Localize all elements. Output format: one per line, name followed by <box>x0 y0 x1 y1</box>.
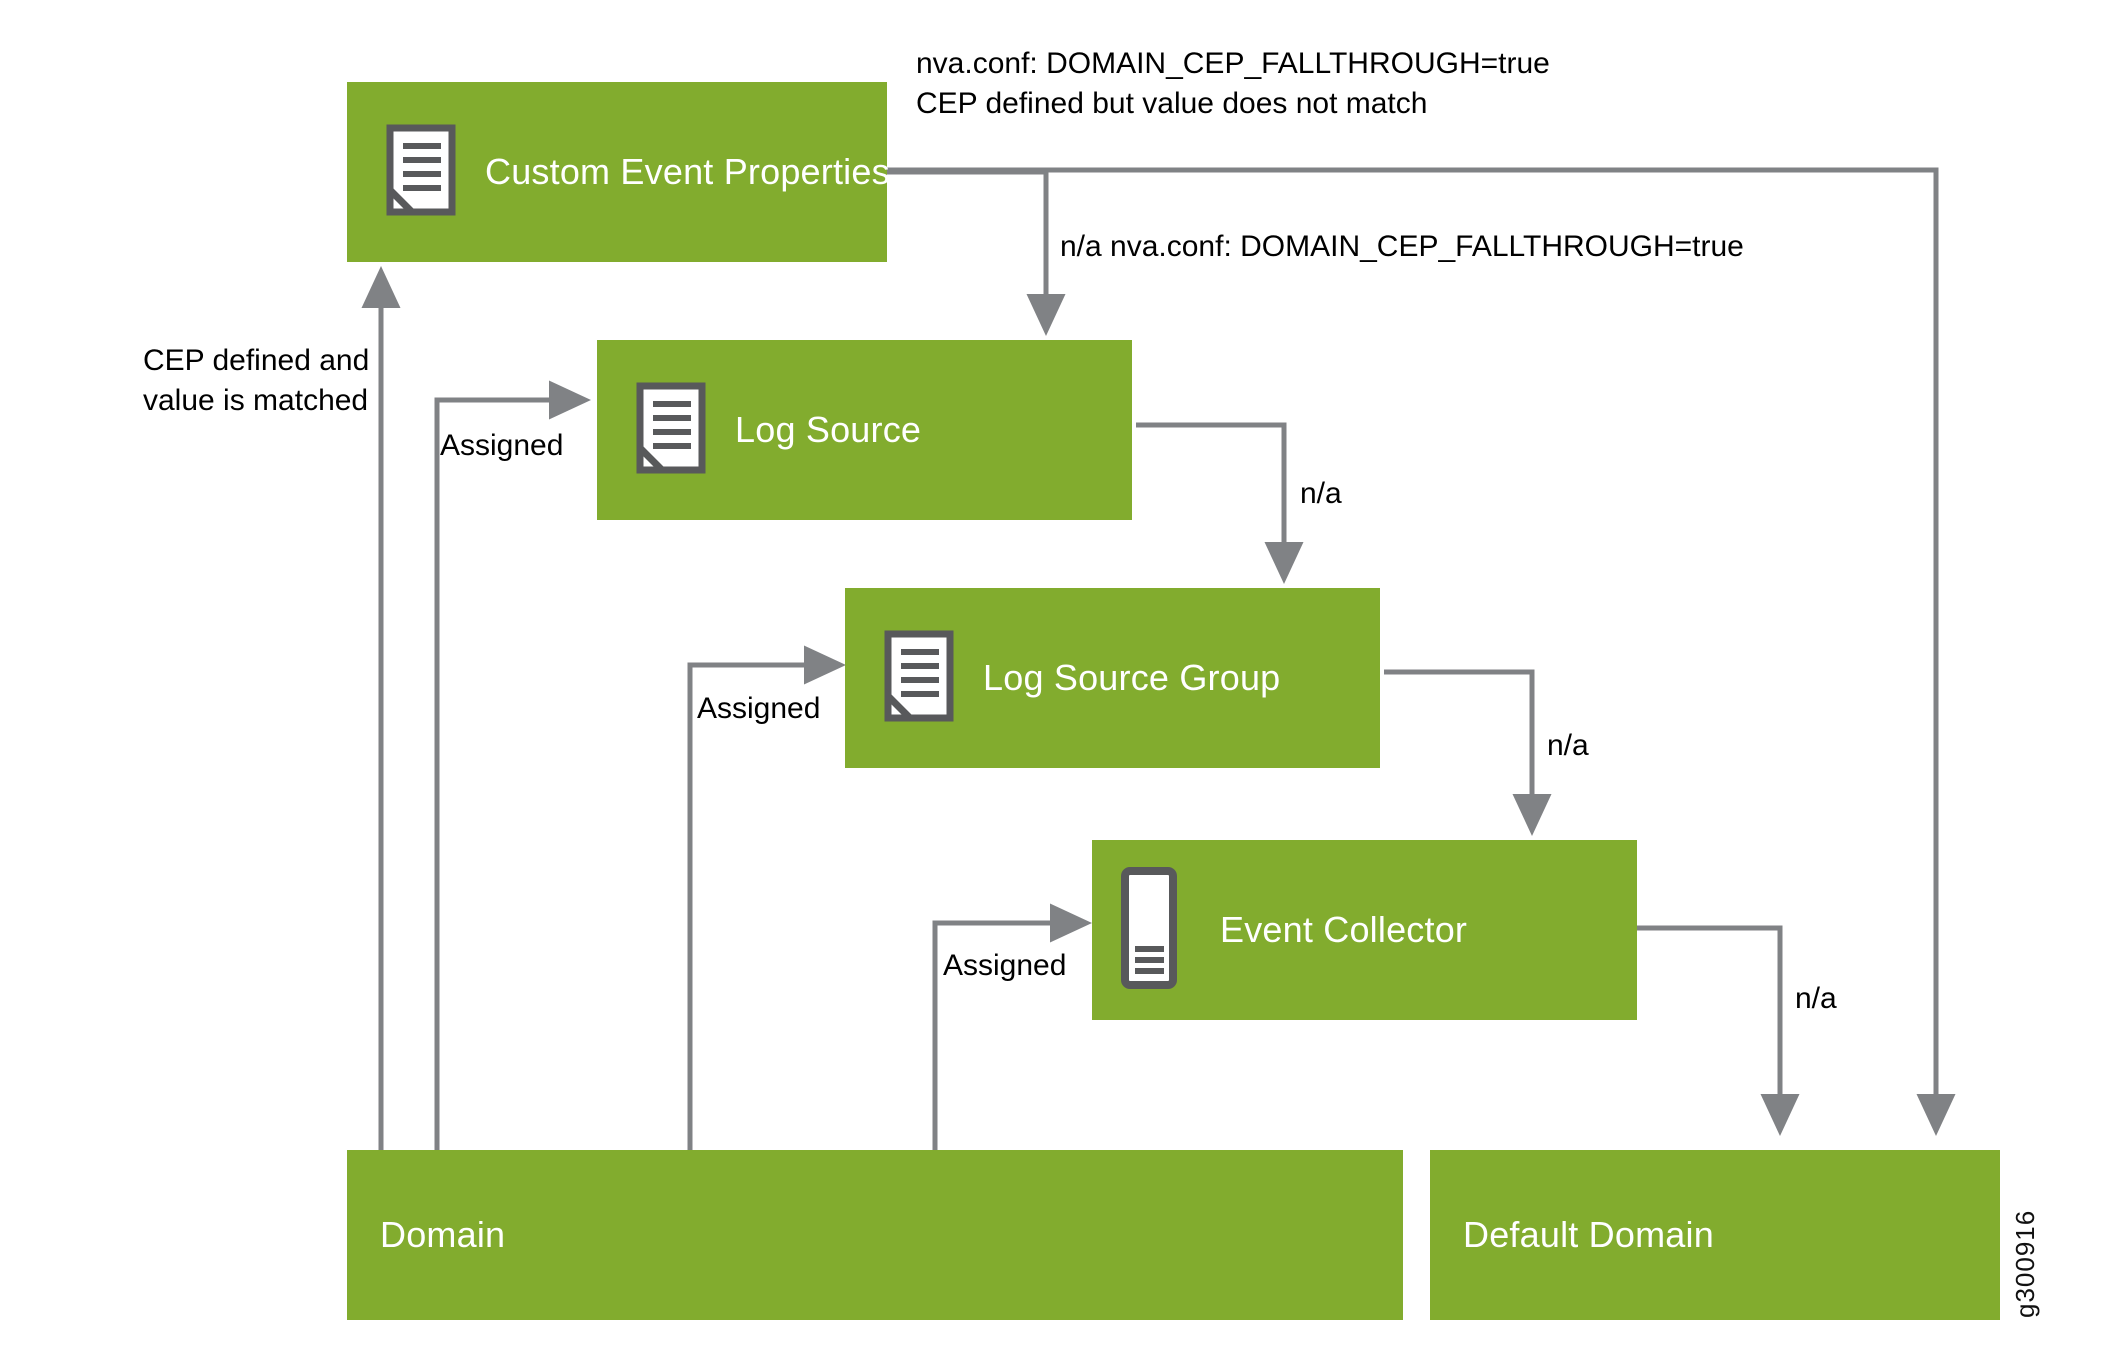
node-label: Log Source Group <box>983 657 1281 698</box>
node-label: Domain <box>380 1214 506 1255</box>
label-na-log-source: n/a <box>1300 477 1342 510</box>
figure-id: g300916 <box>2010 1209 2040 1318</box>
label-na-event-collector: n/a <box>1795 982 1837 1015</box>
edge-collector-to-default-domain <box>1632 925 1800 1137</box>
node-event-collector[interactable]: Event Collector <box>1092 840 1637 1020</box>
node-default-domain[interactable]: Default Domain <box>1430 1150 2000 1320</box>
edge-log-source-to-group <box>1136 422 1304 585</box>
label-cep-matched-line2: value is matched <box>143 384 369 417</box>
label-assigned-event-collector: Assigned <box>943 949 1067 982</box>
label-cep-fallthrough-line2: CEP defined but value does not match <box>916 87 1428 120</box>
document-icon <box>883 630 955 727</box>
node-label: Default Domain <box>1463 1214 1714 1255</box>
node-label: Event Collector <box>1220 909 1468 950</box>
edge-cep-to-log-source <box>886 169 1066 337</box>
node-log-source-group[interactable]: Log Source Group <box>845 588 1380 768</box>
label-na-log-source-group: n/a <box>1547 729 1589 762</box>
edge-log-source-assigned-domain <box>434 380 592 1150</box>
document-icon <box>635 382 707 479</box>
label-assigned-log-source-group: Assigned <box>697 692 821 725</box>
label-cep-matched-line1: CEP defined and <box>143 344 370 377</box>
label-cep-fallthrough-line1: nva.conf: DOMAIN_CEP_FALLTHROUGH=true <box>916 47 1550 80</box>
node-custom-event-properties[interactable]: Custom Event Properties <box>347 82 890 262</box>
document-icon <box>385 124 457 221</box>
node-domain[interactable]: Domain <box>347 1150 1403 1320</box>
node-label: Custom Event Properties <box>485 151 890 192</box>
edge-group-assigned-domain <box>687 645 847 1150</box>
label-na-cep-fallthrough: n/a nva.conf: DOMAIN_CEP_FALLTHROUGH=tru… <box>1060 230 1744 263</box>
collector-device-icon <box>1120 866 1178 995</box>
edge-group-to-collector <box>1384 669 1552 837</box>
label-assigned-log-source: Assigned <box>440 429 564 462</box>
node-log-source[interactable]: Log Source <box>597 340 1132 520</box>
node-label: Log Source <box>735 409 922 450</box>
